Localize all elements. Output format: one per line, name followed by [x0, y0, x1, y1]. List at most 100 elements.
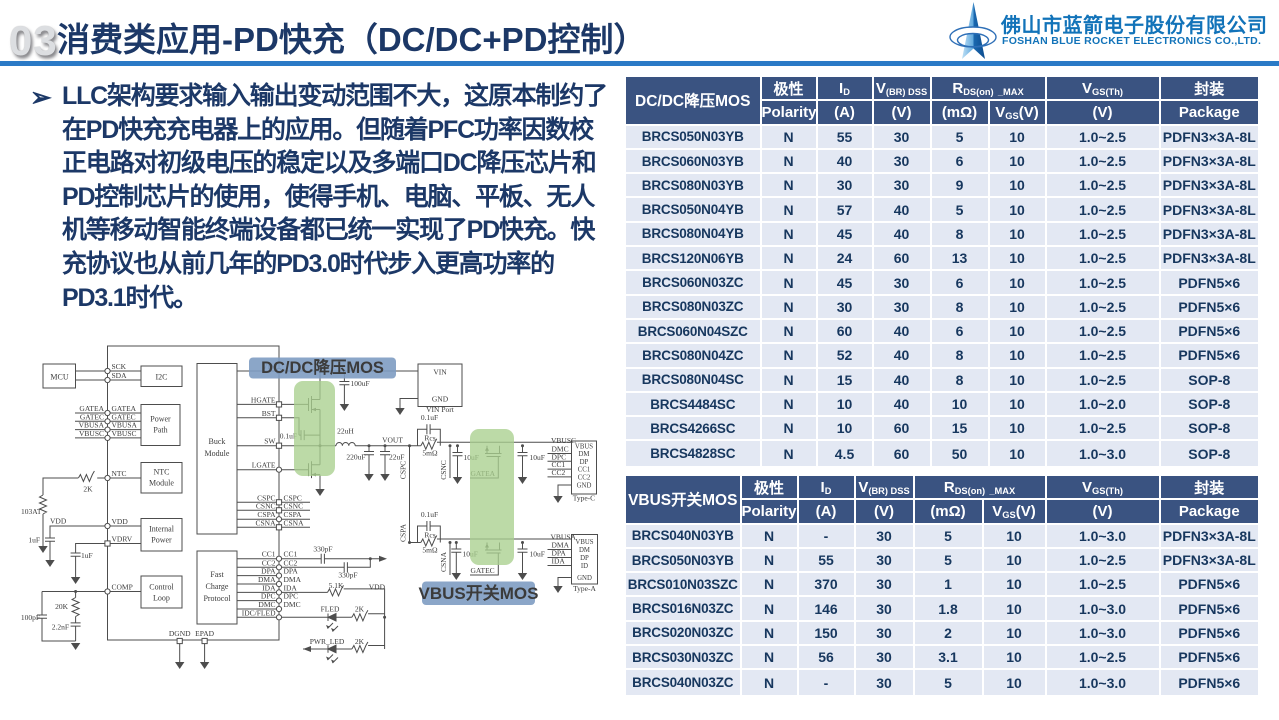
- table-cell: 13: [931, 247, 990, 272]
- table-title: VBUS开关MOS: [626, 476, 742, 525]
- col-package: 封装: [1160, 476, 1259, 501]
- schematic-label: CSNC: [439, 460, 448, 480]
- table-cell: N: [761, 247, 818, 272]
- schematic-label: 22uH: [337, 427, 354, 436]
- bullet-marker: ➢: [30, 82, 52, 112]
- table-cell: 40: [873, 392, 932, 418]
- table-cell: 1.0~2.5: [1046, 174, 1161, 199]
- table-cell: 40: [873, 344, 932, 369]
- schematic-label: Rcs: [424, 531, 435, 540]
- schematic-label: COMP: [112, 583, 133, 592]
- vbus-switch-mos-table: VBUS开关MOS 极性 ID V(BR) DSS RDS(on) _MAX V…: [626, 476, 1259, 695]
- table-cell: SOP-8: [1160, 417, 1259, 442]
- table-cell: 45: [817, 222, 874, 248]
- schematic-label: 5.1K: [329, 581, 344, 590]
- table-cell: BRCS060N04SZC: [626, 319, 762, 345]
- schematic-label: 330pF: [313, 545, 332, 554]
- table-cell: BRCS080N04ZC: [626, 344, 762, 369]
- table-cell: 1.0~2.0: [1046, 392, 1161, 418]
- schematic-label: 100uF: [351, 379, 370, 388]
- table-cell: N: [741, 597, 799, 622]
- schematic-label: VDRV: [112, 535, 133, 544]
- table-cell: 60: [873, 417, 932, 442]
- schematic-label: VBUSA: [79, 421, 105, 430]
- vin-port-box: [417, 363, 463, 407]
- schematic-label: SW: [264, 437, 276, 446]
- table-cell: N: [741, 621, 799, 647]
- table-cell: 1.0~2.5: [1046, 198, 1161, 223]
- highlight-buck-mos: [294, 381, 335, 476]
- schematic-label: DMC: [552, 445, 569, 454]
- title-underline: [0, 61, 1279, 66]
- schematic-label: DPA: [552, 549, 567, 558]
- table-cell: 57: [817, 198, 874, 223]
- schematic-label: IDA: [262, 583, 276, 592]
- table-cell: BRCS040N03ZC: [626, 670, 742, 695]
- schematic-label: NTC: [154, 468, 170, 477]
- schematic-label: VBUSC: [79, 429, 104, 438]
- schematic-label: Charge: [206, 582, 229, 591]
- schematic-label: GND: [577, 575, 592, 582]
- schematic-label: Path: [153, 426, 167, 435]
- schematic-label: VDD: [369, 583, 386, 592]
- schematic-label: Type-A: [573, 584, 596, 593]
- badge-vbus-mos: VBUS开关MOS: [419, 581, 538, 605]
- table-cell: PDFN5×6: [1160, 295, 1259, 320]
- table-header-row-2: Polarity (A) (V) (mΩ) VGS(V) (V) Package: [626, 101, 1259, 126]
- table-cell: PDFN5×6: [1160, 621, 1259, 647]
- table-cell: 5: [914, 548, 984, 574]
- table-cell: 60: [873, 441, 932, 466]
- bullet-text-line: LLC架构要求输入输出变动范围不大，这原本制约了: [62, 82, 608, 110]
- table-cell: 5: [931, 198, 990, 223]
- table-cell: 3.1: [914, 646, 984, 671]
- table-cell: BRCS4828SC: [626, 441, 762, 466]
- table-cell: 10: [817, 392, 874, 418]
- schematic-label: VIN: [433, 368, 447, 377]
- schematic-label: 22uF: [389, 453, 404, 462]
- schematic-label: GATEC: [112, 412, 136, 421]
- schematic-label: FLED: [321, 605, 340, 614]
- schematic-label: 1uF: [28, 536, 40, 545]
- table-cell: -: [798, 524, 856, 549]
- table-cell: 5: [914, 524, 984, 549]
- schematic-label: 220uF: [346, 453, 365, 462]
- table-header-row-1: DC/DC降压MOS 极性 ID V(BR) DSS RDS(on) _MAX …: [626, 77, 1259, 126]
- table-cell: 24: [817, 247, 874, 272]
- table-cell: 4.5: [817, 441, 874, 466]
- table-cell: PDFN3×3A-8L: [1160, 198, 1259, 223]
- table-cell: PDFN5×6: [1160, 670, 1259, 695]
- logo-company-name-en: FOSHAN BLUE ROCKET ELECTRONICS CO.,LTD.: [1002, 35, 1262, 47]
- col-vgsth-unit: (V): [1046, 101, 1161, 126]
- table-cell: 5: [931, 125, 990, 150]
- table-cell: BRCS040N03YB: [626, 524, 742, 549]
- schematic-label: 100pF: [21, 613, 40, 622]
- col-vgsth: VGS(Th): [1046, 476, 1161, 501]
- col-polarity: 极性: [741, 476, 799, 501]
- table-cell: 6: [931, 271, 990, 296]
- table-cell: 52: [817, 344, 874, 369]
- table-cell: SOP-8: [1160, 392, 1259, 418]
- table-cell: 55: [798, 548, 856, 574]
- table-cell: BRCS4266SC: [626, 417, 762, 442]
- type-c-box: [571, 440, 597, 495]
- table-cell: PDFN5×6: [1160, 271, 1259, 296]
- schematic-label: CSNA: [284, 518, 305, 527]
- logo-rocket-star-icon: [949, 2, 997, 59]
- table-cell: PDFN5×6: [1160, 646, 1259, 671]
- schematic-label: IDA: [284, 583, 298, 592]
- table-cell: 10: [983, 646, 1047, 671]
- ic-outline: [107, 345, 280, 641]
- schematic-label: Module: [205, 449, 230, 458]
- table-cell: 30: [873, 149, 932, 175]
- table-cell: 1.0~3.0: [1046, 621, 1161, 647]
- dcdc-buck-mos-table: DC/DC降压MOS 极性 ID V(BR) DSS RDS(on) _MAX …: [626, 77, 1259, 466]
- type-a-box: [571, 534, 598, 585]
- table-cell: BRCS080N03ZC: [626, 295, 762, 320]
